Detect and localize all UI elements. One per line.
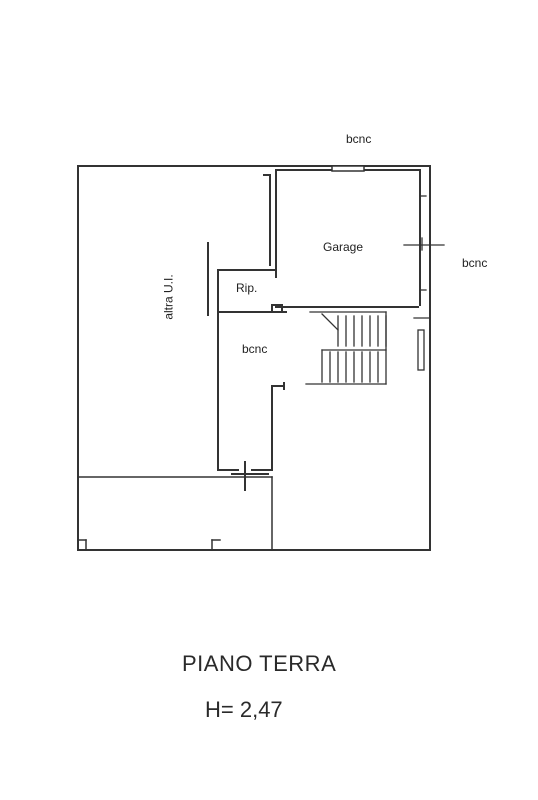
label-bcnc-inner: bcnc [242,342,268,356]
floor-title: PIANO TERRA [182,651,337,676]
label-bcnc-right: bcnc [462,256,488,270]
label-bcnc-top: bcnc [346,132,372,146]
rip-walls [207,242,287,316]
garage-door [331,165,365,172]
lower-strip [77,476,273,551]
garage-walls [263,169,421,308]
label-altra-ui: altra U.I. [161,274,176,320]
label-rip: Rip. [236,281,258,295]
floor-height: H= 2,47 [205,697,283,722]
outer-walls [77,165,431,551]
staircase [305,311,387,385]
right-wall-marks [403,195,445,371]
bcnc-room-walls [217,311,285,491]
label-garage: Garage [323,240,364,254]
